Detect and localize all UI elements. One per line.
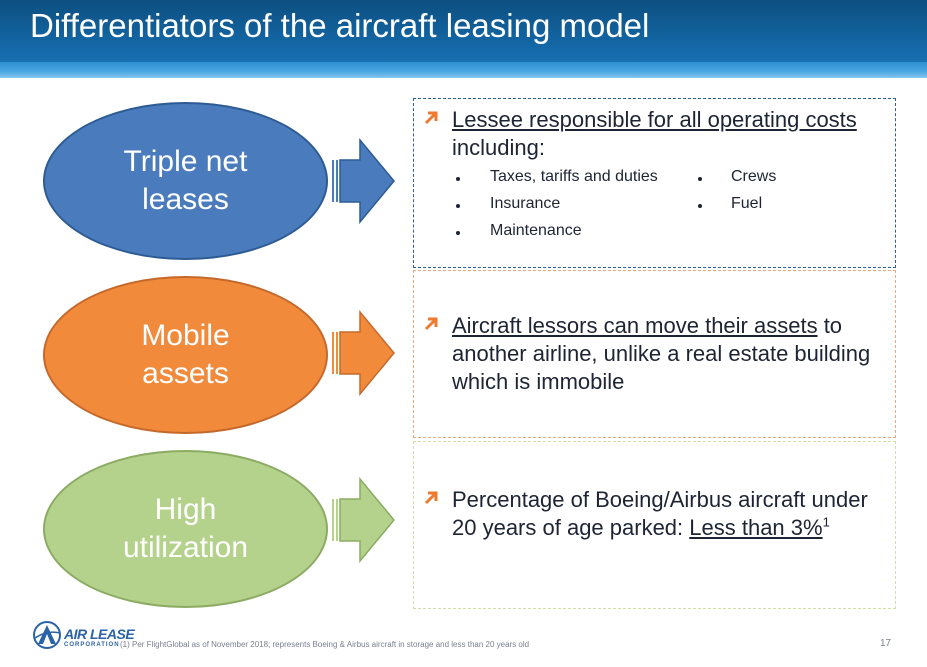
bullet-lead-text: Lessee responsible for all operating cos… [452, 106, 892, 162]
logo-subtitle: CORPORATION [64, 642, 120, 648]
sub-item: Fuel [731, 195, 763, 212]
sub-item: Maintenance [490, 222, 582, 239]
arrow-right-icon [332, 138, 395, 224]
lead-underlined: Lessee responsible for all operating cos… [452, 107, 857, 132]
lead-rest: including: [452, 135, 545, 160]
sub-item: Insurance [490, 195, 561, 212]
oval-label-line: Mobile [141, 319, 230, 352]
title-bar-band [0, 62, 927, 78]
bullet-lead-text: Percentage of Boeing/Airbus aircraft und… [452, 486, 897, 542]
arrow-right-icon [332, 310, 395, 396]
sub-item: Crews [731, 168, 777, 185]
oval-label-line: leases [142, 183, 229, 216]
page-number: 17 [880, 638, 892, 649]
lead-underlined: Aircraft lessors can move their assets [452, 313, 818, 338]
title-bar: Differentiators of the aircraft leasing … [0, 0, 927, 78]
oval-label-line: Triple net [123, 145, 248, 178]
oval-label-line: utilization [122, 531, 249, 564]
sub-bullet-dot [456, 231, 460, 235]
sub-bullet-dot [456, 177, 460, 181]
footnote-marker: 1 [822, 514, 830, 530]
arrow-northeast-icon [424, 316, 438, 336]
footnote: (1) Per FlightGlobal as of November 2018… [120, 640, 530, 649]
oval-label-line: assets [142, 357, 229, 390]
page-title: Differentiators of the aircraft leasing … [30, 7, 650, 44]
panel-mobile-assets [413, 270, 896, 438]
oval-high-utilization: High utilization [43, 450, 328, 608]
panel-high-utilization [413, 441, 896, 609]
sub-bullet-dot [698, 204, 702, 208]
logo-wordmark: AIR LEASE [64, 626, 135, 642]
panel-triple-net-leases [413, 98, 896, 268]
lead-plain: Percentage of Boeing/Airbus aircraft und… [452, 487, 868, 540]
sub-bullet-dot [698, 177, 702, 181]
arrow-right-icon [332, 477, 395, 563]
lead-underlined: Less than 3% [689, 515, 823, 540]
oval-triple-net-leases: Triple net leases [43, 102, 328, 260]
arrow-northeast-icon [424, 490, 438, 510]
arrow-northeast-icon [424, 110, 438, 130]
sub-item: Taxes, tariffs and duties [490, 168, 658, 185]
air-lease-logo-icon [33, 621, 61, 649]
oval-label-line: High [154, 493, 217, 526]
sub-bullet-dot [456, 204, 460, 208]
lead-rest: to another airline, unlike a real estate… [452, 313, 871, 394]
oval-mobile-assets: Mobile assets [43, 276, 328, 434]
bullet-lead-text: Aircraft lessors can move their assets t… [452, 312, 892, 396]
